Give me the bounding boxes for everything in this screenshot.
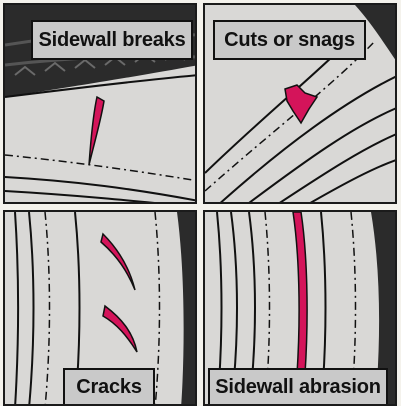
- panel-sidewall-abrasion: Sidewall abrasion: [203, 210, 397, 406]
- panel-cracks: Cracks: [3, 210, 197, 406]
- label-cracks: Cracks: [63, 368, 155, 406]
- label-sidewall-breaks: Sidewall breaks: [31, 20, 193, 60]
- panel-cuts-or-snags: Cuts or snags: [203, 3, 397, 204]
- label-cuts-or-snags: Cuts or snags: [213, 20, 366, 60]
- label-sidewall-abrasion: Sidewall abrasion: [208, 368, 388, 406]
- panel-sidewall-breaks: Sidewall breaks: [3, 3, 197, 204]
